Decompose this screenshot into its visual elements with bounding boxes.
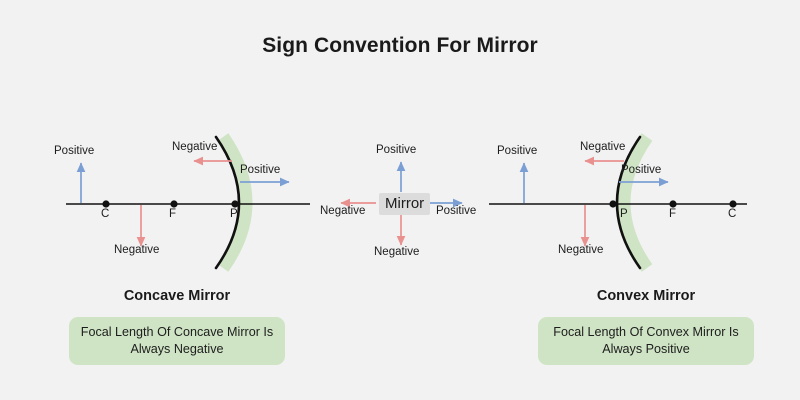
concave-label-positive-up: Positive bbox=[54, 145, 95, 157]
convex-caption-text: Focal Length Of Convex Mirror Is Always … bbox=[553, 325, 739, 356]
concave-point-P bbox=[231, 200, 239, 208]
mirror-chip-label: Mirror bbox=[379, 193, 431, 215]
concave-mirror-glow bbox=[217, 133, 253, 272]
concave-panel-title: Concave Mirror bbox=[123, 288, 231, 304]
concave-caption-box: Focal Length Of Concave Mirror Is Always… bbox=[69, 317, 285, 365]
center-label-positive-right: Positive bbox=[436, 205, 477, 217]
concave-mirror-arc bbox=[214, 135, 241, 270]
concave-point-F bbox=[170, 200, 178, 208]
concave-label-positive-right: Positive bbox=[240, 164, 281, 176]
convex-label-positive-right: Positive bbox=[621, 164, 662, 176]
center-label-negative-down: Negative bbox=[374, 246, 420, 258]
page-title: Sign Convention For Mirror bbox=[262, 34, 538, 57]
center-label-positive-up: Positive bbox=[376, 144, 417, 156]
convex-label-negative-down: Negative bbox=[558, 244, 604, 256]
convex-mirror-arc bbox=[615, 135, 642, 270]
concave-point-label-C: C bbox=[101, 208, 110, 220]
concave-caption-text: Focal Length Of Concave Mirror Is Always… bbox=[80, 325, 274, 356]
convex-point-P bbox=[609, 200, 617, 208]
convex-caption-box: Focal Length Of Convex Mirror Is Always … bbox=[538, 317, 754, 365]
convex-label-positive-up: Positive bbox=[497, 145, 538, 157]
convex-point-label-F: F bbox=[669, 208, 677, 220]
convex-point-label-C: C bbox=[728, 208, 737, 220]
concave-point-label-P: P bbox=[230, 208, 238, 220]
center-label-negative-left: Negative bbox=[320, 205, 366, 217]
convex-panel-title: Convex Mirror bbox=[596, 288, 696, 304]
concave-point-C bbox=[102, 200, 110, 208]
convex-point-F bbox=[669, 200, 677, 208]
concave-mirror-group bbox=[66, 133, 310, 272]
convex-point-label-P: P bbox=[620, 208, 628, 220]
convex-label-negative-left: Negative bbox=[580, 141, 626, 153]
concave-label-negative-down: Negative bbox=[114, 244, 160, 256]
convex-point-C bbox=[729, 200, 737, 208]
concave-point-label-F: F bbox=[169, 208, 177, 220]
concave-label-negative-left: Negative bbox=[172, 141, 218, 153]
convex-mirror-glow bbox=[617, 133, 653, 272]
